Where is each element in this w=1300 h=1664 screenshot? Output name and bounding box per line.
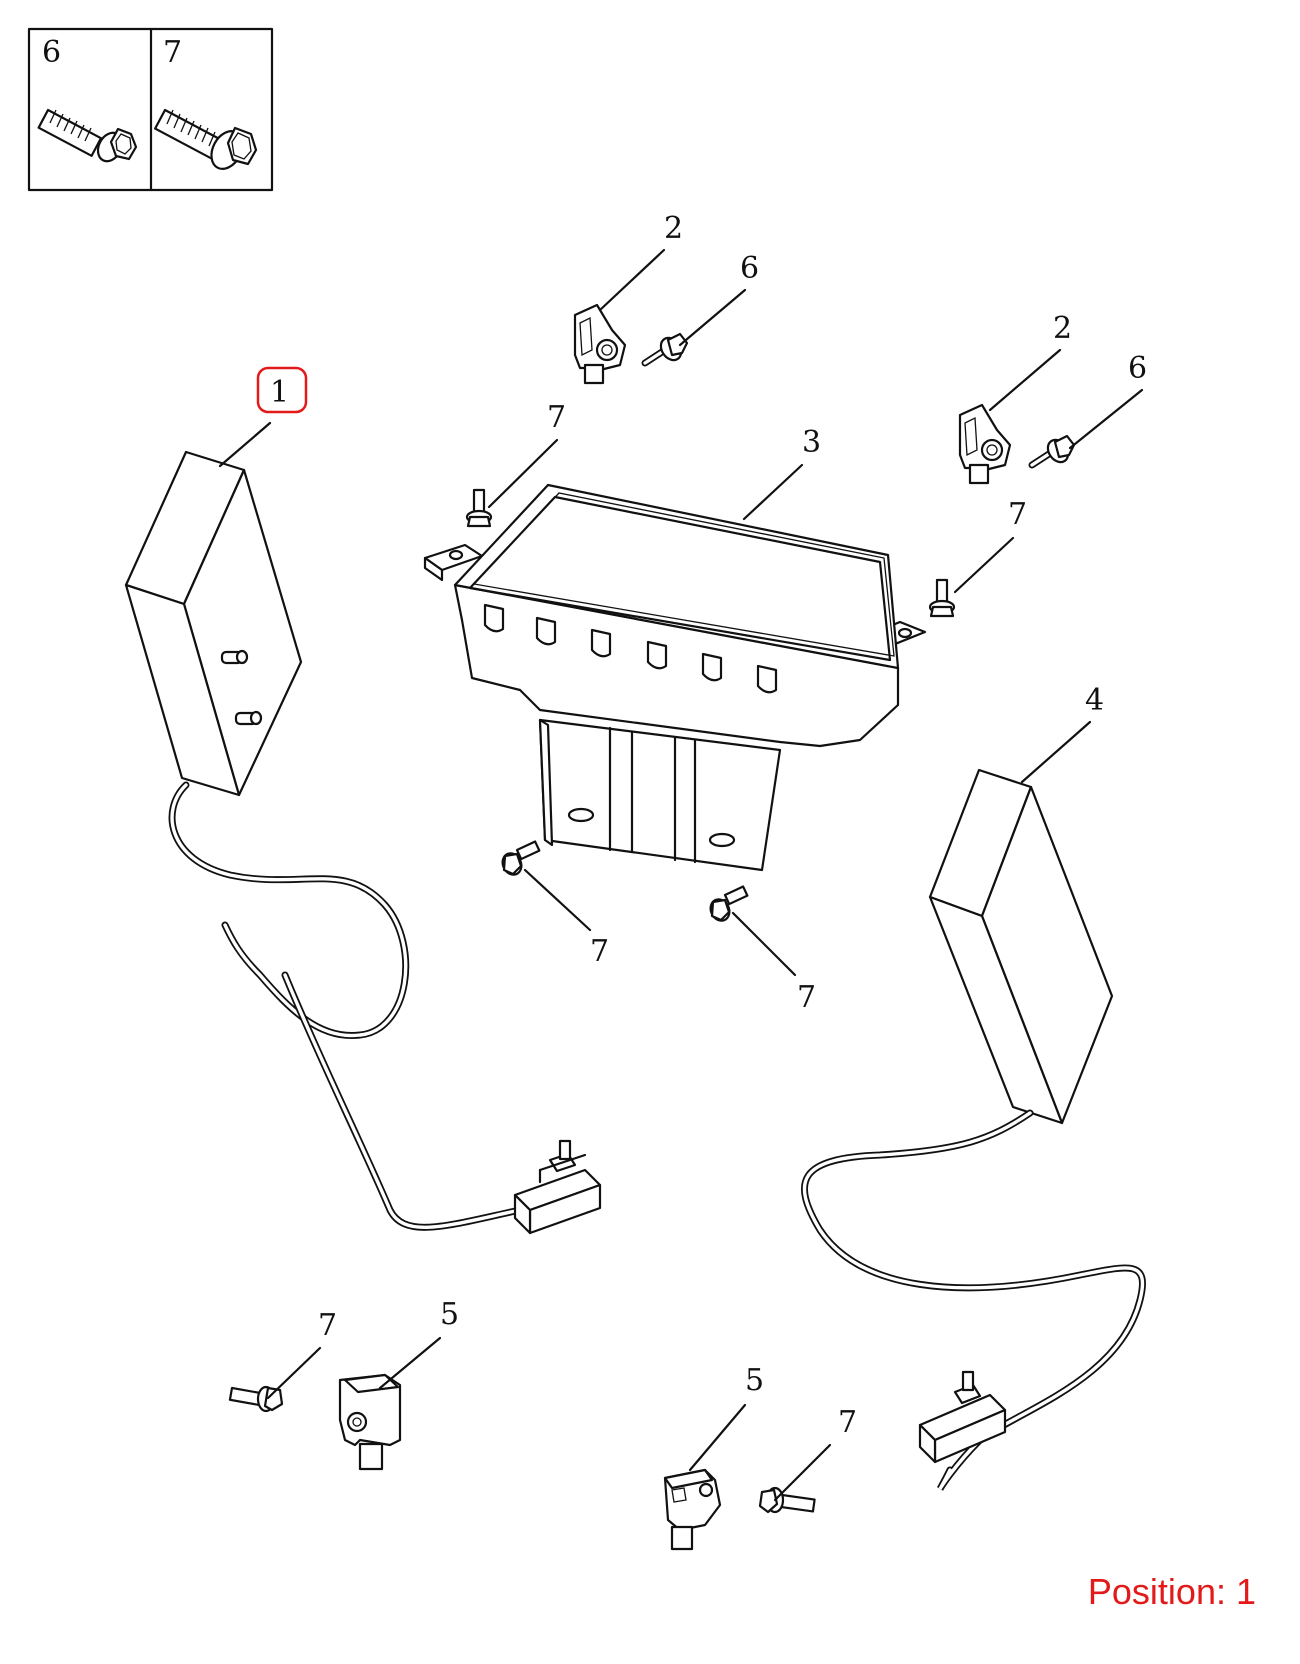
callout-7-top-left[interactable]: 7: [547, 400, 566, 435]
part-7-bolt-bottom-left[interactable]: [228, 1385, 284, 1413]
part-2-bracket-top[interactable]: [573, 303, 627, 385]
callout-4[interactable]: 4: [1085, 683, 1104, 718]
callout-6-right[interactable]: 6: [1128, 351, 1147, 386]
fastener-legend: 6 7: [27, 27, 274, 192]
callout-7-lower-left[interactable]: 7: [590, 934, 609, 969]
part-7-bolt-bottom-right[interactable]: [758, 1486, 816, 1514]
part-7-bolt-right[interactable]: [928, 578, 956, 618]
callout-labels: 1 2 6 2 6 7 3 7 4 7 7 7 5 5 7: [256, 211, 1147, 1440]
callout-5-left[interactable]: 5: [440, 1297, 459, 1332]
part-7-bolt-lower-center[interactable]: [707, 885, 749, 924]
part-5-bracket-right[interactable]: [663, 1468, 722, 1551]
part-4-connector: [918, 1370, 1007, 1464]
callout-2-top[interactable]: 2: [664, 211, 683, 246]
callout-7-bottom-left[interactable]: 7: [318, 1308, 337, 1343]
callout-5-right[interactable]: 5: [745, 1363, 764, 1398]
callout-7-right[interactable]: 7: [1008, 497, 1027, 532]
part-1-sensor-module[interactable]: [124, 450, 303, 797]
position-indicator: Position: 1: [1088, 1571, 1256, 1612]
legend-label-6: 6: [42, 35, 61, 70]
mounting-stud: [234, 710, 263, 726]
callout-1[interactable]: 1: [270, 375, 289, 410]
part-5-bracket-left[interactable]: [338, 1373, 402, 1471]
part-2-bracket-right[interactable]: [958, 403, 1012, 485]
callout-3[interactable]: 3: [802, 425, 821, 460]
callout-7-bottom-right[interactable]: 7: [838, 1405, 857, 1440]
housing-clips: [483, 603, 778, 694]
flange-bolt-small-icon: [37, 108, 138, 163]
part-6-bolt-top[interactable]: [641, 332, 689, 367]
part-1-harness: [168, 781, 524, 1231]
part-3-control-unit[interactable]: [423, 483, 927, 872]
part-7-bolt-lower-left[interactable]: [499, 840, 541, 878]
part-6-bolt-right[interactable]: [1028, 434, 1076, 469]
part-7-bolt-top-left[interactable]: [465, 488, 493, 528]
callout-7-lower-center[interactable]: 7: [797, 980, 816, 1015]
selected-callout-highlight: [256, 366, 308, 414]
part-4-sensor-module[interactable]: [928, 768, 1114, 1125]
leader-lines: [218, 248, 1144, 1502]
mounting-stud: [220, 649, 249, 665]
flange-bolt-large-icon: [154, 108, 258, 170]
legend-label-7: 7: [163, 35, 182, 70]
callout-6-top[interactable]: 6: [740, 251, 759, 286]
callout-2-right[interactable]: 2: [1053, 311, 1072, 346]
part-1-connector: [513, 1139, 602, 1235]
